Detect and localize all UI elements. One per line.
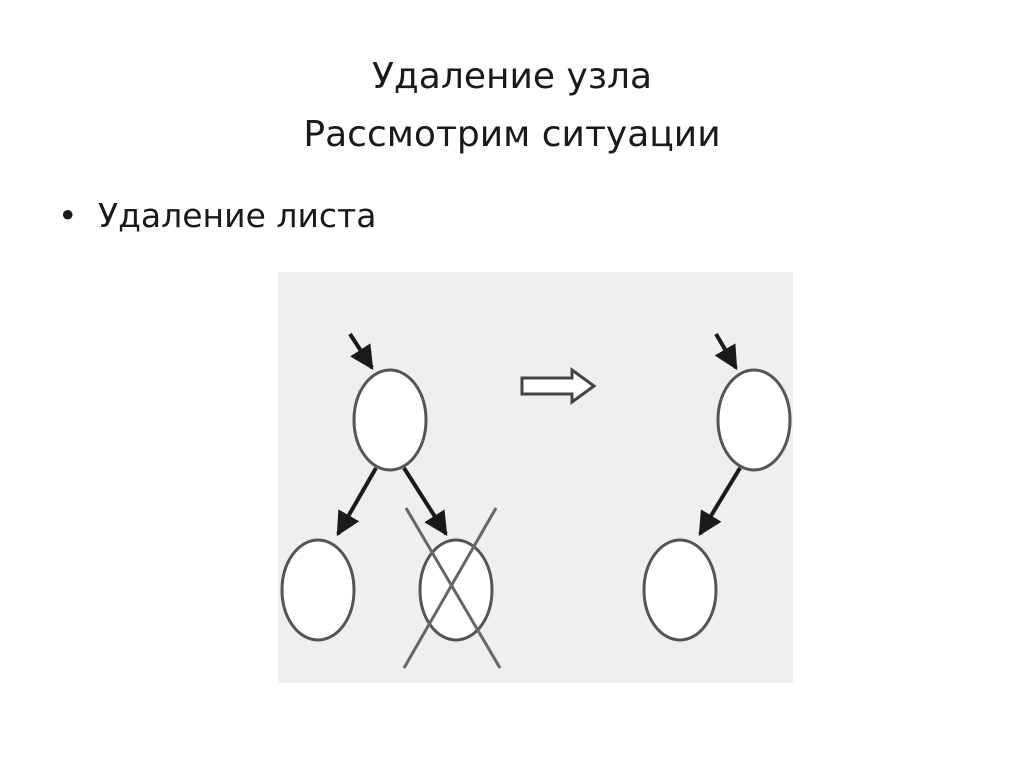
incoming-edge-after [714, 332, 738, 371]
title-line-1: Удаление узла [371, 56, 653, 97]
root-node-before [352, 368, 428, 472]
slide-title: Удаление узла Рассмотрим ситуации [0, 48, 1024, 164]
edge-root-to-left-after [698, 466, 742, 537]
tree-diagram-svg [280, 332, 792, 669]
bullet-icon: • [58, 196, 78, 235]
tree-before [280, 332, 502, 669]
leaf-deletion-diagram [278, 272, 793, 683]
delete-cross-icon [402, 507, 502, 669]
tree-after [642, 332, 792, 642]
incoming-edge-before [348, 332, 374, 371]
deleted-leaf-node [418, 538, 494, 642]
edge-root-to-left-before [336, 467, 378, 537]
title-line-2: Рассмотрим ситуации [303, 114, 721, 155]
left-leaf-node-after [642, 538, 718, 642]
bullet-item: • Удаление листа [58, 190, 377, 242]
bullet-list: • Удаление листа [58, 190, 377, 242]
edge-root-to-right-before [402, 466, 448, 537]
bullet-text: Удаление листа [98, 196, 377, 235]
root-node-after [716, 368, 792, 472]
arrow-right-icon [520, 367, 597, 405]
left-leaf-node-before [280, 538, 356, 642]
